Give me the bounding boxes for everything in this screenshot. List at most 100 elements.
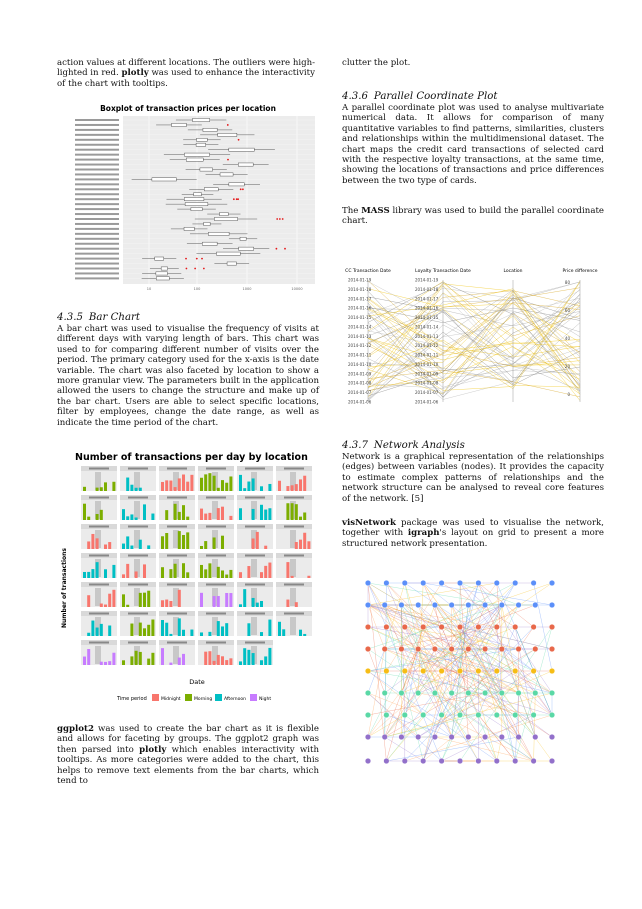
bar <box>83 486 86 491</box>
bar <box>264 565 268 578</box>
bar-chart-xlabel: Date <box>189 678 205 686</box>
bar <box>182 653 185 665</box>
bar <box>87 541 91 549</box>
box <box>156 276 170 281</box>
network-edge <box>384 692 553 738</box>
bar <box>161 600 164 607</box>
box <box>214 217 238 221</box>
pcp-line <box>367 288 581 363</box>
network-edge <box>423 692 452 762</box>
bar <box>130 545 134 549</box>
bar <box>87 595 91 607</box>
bar <box>286 599 290 607</box>
category-label-glyph <box>75 128 119 131</box>
network-edge <box>401 692 424 716</box>
category-label-glyph <box>75 153 119 156</box>
network-node <box>548 645 555 652</box>
box <box>196 138 208 142</box>
igraph-term: igraph <box>407 528 440 539</box>
pcp-date-label: 2014-01-17 <box>348 296 372 301</box>
pcp-date-label: 2014-01-15 <box>348 315 372 320</box>
box <box>219 212 229 216</box>
facet-label-glyph <box>167 496 187 499</box>
bar <box>151 619 155 636</box>
facet-label-glyph <box>89 612 109 615</box>
box <box>202 241 218 246</box>
pcp-date-label: 2014-01-12 <box>415 343 439 348</box>
network-edge <box>384 736 424 762</box>
bar <box>299 629 302 636</box>
bar <box>169 633 173 636</box>
pcp-line <box>367 285 581 389</box>
network-node <box>415 645 422 652</box>
network-edge <box>423 582 516 672</box>
bar <box>112 481 116 491</box>
network-node <box>364 733 371 740</box>
bar <box>87 516 91 520</box>
bar <box>173 563 177 578</box>
bar <box>108 593 112 607</box>
network-node <box>532 602 539 609</box>
left-top-paragraph: action values at different locations. Th… <box>57 58 316 89</box>
pcp-date-label: 2014-01-15 <box>415 315 439 320</box>
bar <box>182 534 185 549</box>
facet-label-glyph <box>89 583 109 586</box>
highlight-band <box>134 559 140 577</box>
pcp-line <box>367 287 581 393</box>
box <box>155 271 168 276</box>
box <box>226 261 237 266</box>
bar <box>290 485 294 491</box>
network-node <box>493 757 500 764</box>
category-label-glyph <box>75 188 119 191</box>
bar <box>147 545 151 549</box>
bar <box>204 541 208 549</box>
visnetwork-term: visNetwork <box>342 518 397 528</box>
outlier-point <box>232 198 235 201</box>
pcp-paragraph: A parallel coordinate plot was used to a… <box>342 103 604 186</box>
bar <box>212 475 216 491</box>
highlight-band <box>290 588 296 606</box>
facet-label-glyph <box>128 583 148 586</box>
bar <box>177 589 181 607</box>
facet-label-glyph <box>128 496 148 499</box>
network-edge <box>401 582 516 738</box>
box <box>239 236 247 241</box>
facet-label-glyph <box>206 525 226 528</box>
network-edge <box>496 670 516 762</box>
network-edge <box>367 582 502 606</box>
bar <box>204 569 208 578</box>
network-node <box>532 689 539 696</box>
bar <box>87 571 91 578</box>
category-label-glyph <box>75 198 119 201</box>
box <box>192 118 210 122</box>
pcp-line <box>367 322 581 382</box>
network-node <box>512 711 519 718</box>
pcp-line <box>367 370 581 389</box>
bar <box>147 624 151 636</box>
bar <box>143 628 146 636</box>
network-node <box>548 667 555 674</box>
legend-label: Afternoon <box>224 696 246 702</box>
outlier-point <box>237 138 240 141</box>
bar <box>239 572 242 578</box>
pcp-line <box>367 307 581 323</box>
network-node <box>512 757 519 764</box>
bar <box>182 563 185 578</box>
bar <box>126 604 130 607</box>
category-label-glyph <box>75 143 119 146</box>
network-edge <box>478 582 536 738</box>
network-node <box>448 689 455 696</box>
bar <box>161 481 164 491</box>
network-edge <box>434 670 442 694</box>
pcp-line <box>367 290 581 371</box>
bar <box>260 486 263 491</box>
highlight-band <box>95 501 101 519</box>
network-node <box>465 602 472 609</box>
network-node <box>530 579 537 586</box>
category-label-glyph <box>75 227 119 230</box>
bar <box>138 622 142 636</box>
network-edge <box>434 604 553 716</box>
outlier-point <box>227 158 229 161</box>
facet-label-glyph <box>245 612 265 615</box>
facet-label-glyph <box>167 583 187 586</box>
